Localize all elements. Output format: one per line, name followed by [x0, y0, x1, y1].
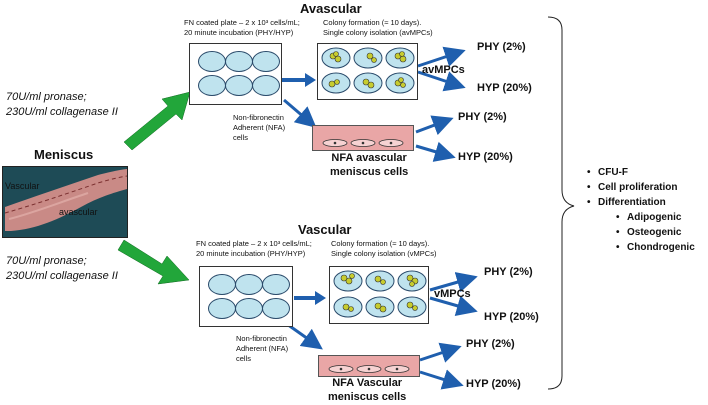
label-line-1: NFA Vascular — [332, 377, 403, 389]
av-nfa-label: NFA avascular meniscus cells — [330, 151, 408, 179]
vascular-title: Vascular — [298, 222, 352, 237]
blue-arrow-v-phy — [429, 272, 478, 293]
blue-arrow-plate-to-colony-av — [282, 73, 316, 87]
v-mpc-hyp: HYP (20%) — [484, 311, 539, 323]
caption-line-2: 20 minute incubation (PHY/HYP) — [184, 28, 294, 37]
blue-arrow-nfa-av-hyp — [415, 141, 456, 162]
avascular-digest-text: 70U/ml pronase; 230U/ml collagenase II — [6, 90, 118, 120]
vascular-digest-text: 70U/ml pronase; 230U/ml collagenase II — [6, 254, 118, 284]
digest-line-1: 70U/ml pronase; — [6, 91, 87, 103]
caption-line-3: cells — [233, 133, 249, 142]
well — [198, 75, 226, 96]
av-mpc-phy: PHY (2%) — [477, 41, 526, 53]
well — [235, 298, 263, 319]
digest-line-2: 230U/ml collagenase II — [6, 270, 118, 282]
caption-line-1: Non-fibronectin — [233, 113, 284, 122]
v-fn-plate — [199, 266, 293, 327]
label-line-2: meniscus cells — [330, 166, 409, 178]
digest-line-2: 230U/ml collagenase II — [6, 106, 118, 118]
well — [262, 298, 290, 319]
av-mpc-label: avMPCs — [422, 64, 465, 76]
av-plate-caption: FN coated plate – 2 x 10³ cells/mL; 20 m… — [184, 18, 300, 38]
blue-arrow-av-hyp — [417, 70, 466, 92]
assay-item: CFU-F — [587, 165, 677, 180]
v-colony-plate — [329, 266, 429, 324]
meniscus-vascular-label: Vascular — [5, 181, 40, 191]
well — [208, 274, 236, 295]
well — [198, 51, 226, 72]
v-nfa-label: NFA Vascular meniscus cells — [328, 376, 406, 404]
blue-arrow-nfa-v-phy — [419, 342, 462, 363]
v-plate-caption: FN coated plate – 2 x 10³ cells/mL; 20 m… — [196, 239, 312, 259]
v-nfa-phy: PHY (2%) — [466, 338, 515, 350]
green-arrow-to-avascular — [123, 91, 191, 151]
green-arrow-to-vascular — [117, 239, 190, 285]
caption-line-2: Adherent (NFA) — [236, 344, 289, 353]
v-colony-caption: Colony formation (≈ 10 days). Single col… — [331, 239, 436, 259]
caption-line-2: Single colony isolation (avMPCs) — [323, 28, 433, 37]
nfa-cells — [322, 139, 404, 147]
blue-arrow-nfa-v-hyp — [419, 369, 464, 390]
caption-line-1: Non-fibronectin — [236, 334, 287, 343]
blue-arrow-nfa-av-phy — [415, 115, 454, 136]
assay-item: Cell proliferation — [587, 180, 678, 195]
nfa-cells — [328, 365, 410, 373]
caption-line-1: FN coated plate – 2 x 10³ cells/mL; — [184, 18, 300, 27]
right-brace — [547, 16, 575, 390]
caption-line-2: Single colony isolation (vMPCs) — [331, 249, 437, 258]
meniscus-avascular-label: avascular — [59, 207, 98, 217]
differentiation-item: Adipogenic — [616, 210, 695, 225]
caption-line-3: cells — [236, 354, 252, 363]
caption-line-1: FN coated plate – 2 x 10³ cells/mL; — [196, 239, 312, 248]
caption-line-1: Colony formation (≈ 10 days). — [331, 239, 430, 248]
av-mpc-hyp: HYP (20%) — [477, 82, 532, 94]
av-colony-plate — [317, 43, 418, 100]
well — [235, 274, 263, 295]
avascular-title: Avascular — [300, 1, 362, 16]
well — [252, 51, 280, 72]
differentiation-item: Osteogenic — [616, 225, 695, 240]
blue-arrow-plate-to-colony-v — [294, 291, 326, 305]
av-nfa-phy: PHY (2%) — [458, 111, 507, 123]
well — [208, 298, 236, 319]
well — [252, 75, 280, 96]
av-fn-plate — [189, 43, 282, 105]
meniscus-title: Meniscus — [34, 147, 94, 162]
v-mpc-label: vMPCs — [434, 288, 471, 300]
v-nfa-dish — [318, 355, 420, 377]
av-nfa-dish — [312, 125, 414, 151]
meniscus-tissue — [4, 169, 127, 231]
v-nfa-hyp: HYP (20%) — [466, 378, 521, 390]
well — [225, 75, 253, 96]
v-nfa-caption: Non-fibronectin Adherent (NFA) cells — [236, 334, 288, 364]
meniscus-photo: Vascular avascular — [2, 166, 128, 238]
blue-arrow-v-hyp — [429, 295, 478, 316]
caption-line-2: 20 minute incubation (PHY/HYP) — [196, 249, 306, 258]
av-colony-caption: Colony formation (≈ 10 days). Single col… — [323, 18, 433, 38]
v-mpc-phy: PHY (2%) — [484, 266, 533, 278]
blue-arrow-av-phy — [417, 46, 466, 68]
differentiation-list: Adipogenic Osteogenic Chondrogenic — [616, 210, 695, 255]
differentiation-item: Chondrogenic — [616, 240, 695, 255]
well — [262, 274, 290, 295]
colony-wells — [333, 270, 427, 318]
well — [225, 51, 253, 72]
av-nfa-caption: Non-fibronectin Adherent (NFA) cells — [233, 113, 285, 143]
digest-line-1: 70U/ml pronase; — [6, 255, 87, 267]
assay-item: Differentiation — [587, 195, 677, 210]
blue-arrow-plate-to-nfa-av — [283, 98, 317, 128]
label-line-2: meniscus cells — [328, 391, 407, 403]
caption-line-1: Colony formation (≈ 10 days). — [323, 18, 422, 27]
colony-wells — [321, 47, 415, 94]
label-line-1: NFA avascular — [331, 152, 407, 164]
assay-list: CFU-F Cell proliferation Differentiation — [587, 165, 678, 210]
av-nfa-hyp: HYP (20%) — [458, 151, 513, 163]
caption-line-2: Adherent (NFA) — [233, 123, 286, 132]
